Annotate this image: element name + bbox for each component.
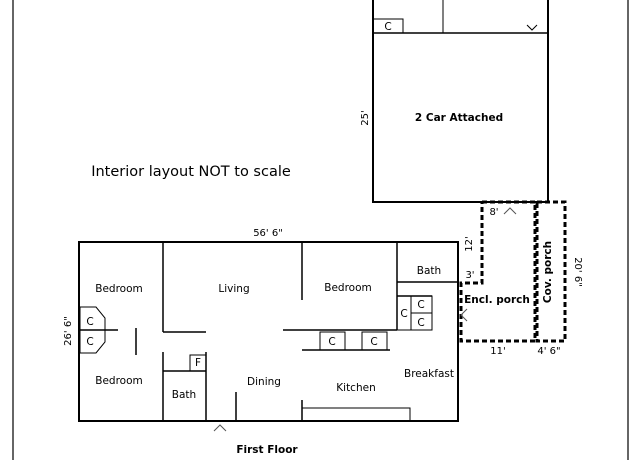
closet-mark: C — [400, 308, 407, 320]
covered-porch-label: Cov. porch — [542, 241, 554, 303]
chevron-down-icon — [526, 24, 538, 31]
garage-label: 2 Car Attached — [415, 112, 503, 124]
porch-dim: 20' 6" — [572, 257, 583, 287]
room-bedroom-right: Bedroom — [324, 282, 372, 294]
closet-mark: C — [86, 336, 93, 348]
closet-mark: C — [328, 336, 335, 348]
garage-depth-dim: 25' — [360, 110, 371, 125]
closet-mark: C — [417, 299, 424, 311]
kitchen-cabinets — [301, 331, 411, 422]
closet-mark: C — [86, 316, 93, 328]
enclosed-porch-label: Encl. porch — [464, 294, 530, 306]
right-closets — [396, 295, 433, 331]
interior-walls — [79, 242, 458, 421]
room-bath-bottom: Bath — [172, 389, 196, 401]
porch-dim: 4' 6" — [537, 346, 560, 357]
room-kitchen: Kitchen — [336, 382, 375, 394]
room-living: Living — [218, 283, 249, 295]
fireplace — [189, 354, 207, 372]
porch-dim: 8' — [489, 207, 498, 218]
chevron-left-icon — [460, 308, 468, 322]
left-closets — [79, 306, 106, 354]
garage-closet — [372, 18, 404, 34]
closet-mark: C — [370, 336, 377, 348]
room-breakfast: Breakfast — [404, 368, 454, 380]
porch-dim: 11' — [490, 346, 505, 357]
room-dining: Dining — [247, 376, 281, 388]
closet-mark: C — [417, 317, 424, 329]
room-bedroom-top-left: Bedroom — [95, 283, 143, 295]
closet-mark-garage: C — [384, 21, 391, 33]
garage — [372, 0, 549, 203]
enclosed-porch — [459, 200, 537, 343]
house-depth-dim: 26' 6" — [63, 316, 74, 346]
porch-dim: 3' — [465, 270, 474, 281]
room-bath-top: Bath — [417, 265, 441, 277]
fireplace-mark: F — [195, 357, 201, 369]
room-bedroom-bottom-left: Bedroom — [95, 375, 143, 387]
chevron-up-icon — [213, 424, 227, 432]
porch-dim: 12' — [464, 236, 475, 251]
scale-note: Interior layout NOT to scale — [91, 164, 291, 180]
house-outline — [78, 241, 459, 422]
covered-porch — [535, 200, 567, 343]
floor-label: First Floor — [236, 444, 298, 456]
chevron-up-icon — [503, 207, 517, 215]
house-width-dim: 56' 6" — [253, 228, 283, 239]
